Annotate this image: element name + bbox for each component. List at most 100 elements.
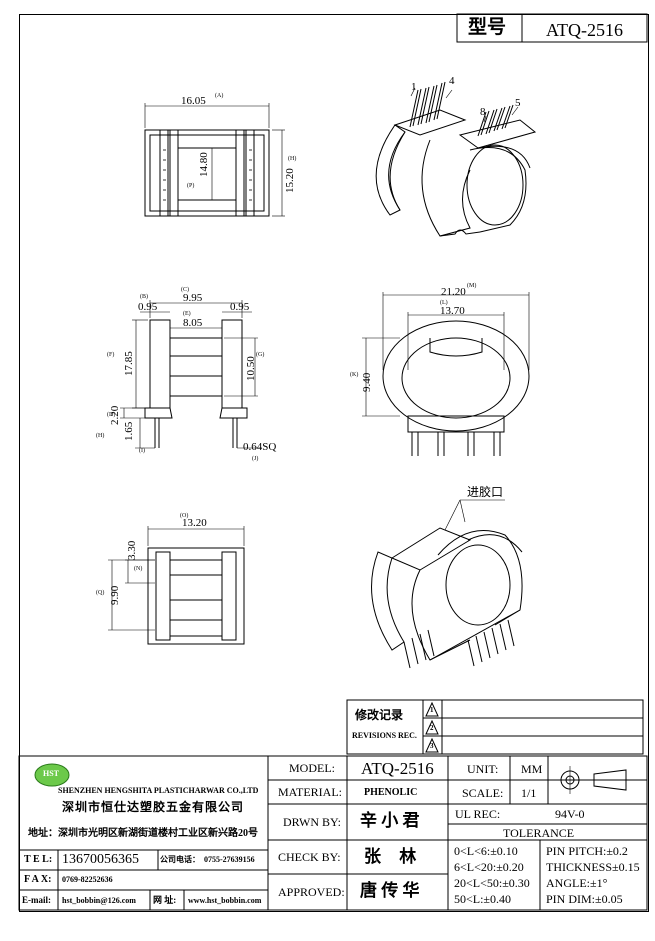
dim-front-m: 21.20 — [441, 286, 466, 298]
check-label: CHECK BY: — [278, 850, 341, 864]
dim-side-b2: 0.95 — [230, 301, 250, 313]
model-value: ATQ-2516 — [361, 759, 434, 778]
spec-row-1: PIN PITCH:±0.2 — [546, 844, 628, 858]
revision-mark-2-icon — [425, 719, 439, 735]
unit-value: MM — [521, 762, 543, 776]
dim-top-height: 15.20 — [284, 168, 296, 193]
spec-row-3: ANGLE:±1° — [546, 876, 608, 890]
web-label: 网 址: — [153, 895, 177, 905]
header-type-label: 型号 — [468, 17, 507, 38]
company-phone-value: 0755-27639156 — [204, 855, 255, 864]
tag-o: (O) — [180, 513, 189, 519]
dim-top-width: 16.05 — [181, 95, 206, 107]
front-view-drawing — [362, 292, 530, 456]
tag-i: (I) — [139, 448, 145, 454]
company-name-en: SHENZHEN HENGSHITA PLASTICHARWAR CO.,LTD — [58, 786, 259, 795]
revisions-title-cn: 修改记录 — [355, 708, 404, 722]
spec-row-2: THICKNESS±0.15 — [546, 860, 640, 874]
tag-f: (F) — [107, 352, 115, 358]
dim-side-b: 0.95 — [138, 301, 158, 313]
iso-view-top-drawing — [375, 81, 537, 237]
fax-label: F A X: — [24, 874, 52, 885]
dim-bottom-o: 13.20 — [182, 517, 207, 529]
revision-marks — [425, 701, 439, 753]
revision-mark-2-label: 2 — [430, 724, 434, 732]
dim-side-g: 10.50 — [245, 356, 257, 381]
hst-logo-icon — [34, 763, 70, 787]
side-view-drawing — [120, 300, 262, 449]
material-label: MATERIAL: — [278, 785, 342, 799]
tag-a: (A) — [215, 93, 224, 99]
ul-value: 94V-0 — [555, 807, 585, 821]
revision-mark-1-label: 1 — [430, 706, 434, 714]
tag-h-side: (H) — [96, 433, 105, 439]
approved-value: 唐 传 华 — [360, 881, 420, 900]
revision-mark-3-icon — [425, 737, 439, 753]
drawn-label: DRWN BY: — [283, 815, 341, 829]
tag-p: (P) — [187, 183, 195, 189]
dim-side-i: 1.65 — [123, 421, 135, 441]
pin-8-label: 8 — [480, 106, 486, 118]
dim-side-f: 17.85 — [123, 351, 135, 376]
pin-4-label: 4 — [449, 75, 455, 87]
tag-b: (B) — [140, 294, 148, 300]
revisions-block — [346, 699, 644, 755]
ul-label: UL REC: — [455, 807, 501, 821]
dim-side-c: 9.95 — [183, 292, 203, 304]
tel-value: 13670056365 — [62, 852, 139, 867]
scale-value: 1/1 — [521, 786, 537, 800]
company-phone-label: 公司电话： — [160, 855, 200, 864]
top-view-drawing — [144, 103, 285, 217]
material-value: PHENOLIC — [364, 787, 418, 798]
tag-g: (G) — [256, 352, 265, 358]
tol-row-2: 6<L<20:±0.20 — [454, 860, 524, 874]
tag-m: (M) — [467, 283, 477, 289]
unit-label: UNIT: — [467, 762, 499, 776]
dim-side-e: 8.05 — [183, 317, 203, 329]
revision-mark-1-icon — [425, 701, 439, 717]
tag-e: (E) — [183, 311, 191, 317]
tag-n: (N) — [134, 566, 143, 572]
tag-q: (Q) — [96, 590, 105, 596]
email-value: hst_bobbin@126.com — [62, 896, 136, 905]
tol-row-1: 0<L<6:±0.10 — [454, 844, 518, 858]
tag-c: (C) — [181, 287, 189, 293]
scale-label: SCALE: — [462, 786, 504, 800]
dim-front-k: 9.40 — [361, 372, 373, 392]
company-name-cn: 深圳市恒仕达塑胶五金有限公司 — [62, 800, 245, 814]
hst-logo-text: HST — [43, 769, 60, 778]
company-address: 地址：深圳市光明区新湖街道楼村工业区新兴路20号 — [28, 828, 258, 839]
tol-row-3: 20<L<50:±0.30 — [454, 876, 530, 890]
check-value: 张 林 — [364, 847, 417, 866]
dim-side-j: 0.64SQ — [243, 441, 277, 453]
web-value: www.hst_bobbin.com — [188, 896, 262, 905]
iso-view-bottom-drawing — [371, 499, 523, 669]
header-model-code: ATQ-2516 — [546, 20, 623, 40]
tag-l: (L) — [440, 300, 448, 306]
revisions-title-en: REVISIONS REC. — [352, 731, 417, 740]
tag-j: (J) — [252, 456, 259, 462]
fax-value: 0769-82252636 — [62, 875, 113, 884]
title-block-lines — [18, 755, 648, 911]
dim-top-inner: 14.80 — [198, 152, 210, 177]
tolerance-label: TOLERANCE — [503, 826, 575, 840]
tel-label: T E L: — [24, 854, 53, 865]
drawing-frame — [19, 14, 649, 912]
header-box — [456, 13, 648, 43]
model-label: MODEL: — [289, 761, 335, 775]
revision-mark-3-label: 3 — [430, 742, 434, 750]
email-label: E-mail: — [22, 895, 51, 905]
dim-front-l: 13.70 — [440, 305, 465, 317]
gate-label: 进胶口 — [467, 485, 504, 499]
spec-row-4: PIN DIM:±0.05 — [546, 892, 623, 906]
tag-k: (K) — [350, 372, 359, 378]
tol-row-4: 50<L:±0.40 — [454, 892, 512, 906]
projection-symbol-icon — [556, 766, 627, 794]
drawn-value: 辛 小 君 — [360, 811, 420, 830]
dim-bottom-q: 9.90 — [109, 585, 121, 605]
pin-1-label: 1 — [411, 81, 417, 93]
approved-label: APPROVED: — [278, 885, 345, 899]
bottom-view-drawing — [108, 526, 245, 645]
tag-h-top: (H) — [288, 156, 297, 162]
